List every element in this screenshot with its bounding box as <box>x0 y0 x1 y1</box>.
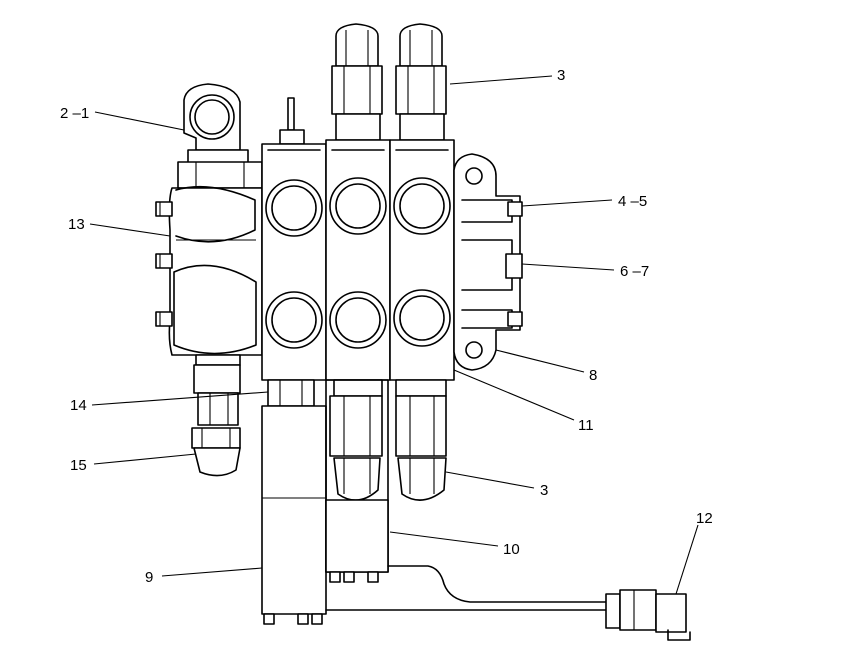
callout-4-5: 4 –5 <box>618 193 647 210</box>
callout-11: 11 <box>578 417 594 434</box>
valve-section-3 <box>389 23 455 501</box>
valve-section-1 <box>261 97 327 625</box>
valve-section-2 <box>325 23 391 583</box>
callout-3-bottom: 3 <box>540 482 548 499</box>
wiring-harness <box>325 565 691 641</box>
inlet-cover-housing <box>155 83 263 477</box>
callout-3-top: 3 <box>557 67 565 84</box>
callout-14: 14 <box>70 397 87 414</box>
callout-9: 9 <box>145 569 153 586</box>
callout-8: 8 <box>589 367 597 384</box>
leader-lines <box>89 75 699 595</box>
callout-15: 15 <box>70 457 87 474</box>
callout-6-7: 6 –7 <box>620 263 649 280</box>
callout-labels: 2 –1 3 4 –5 13 6 –7 8 14 11 15 3 12 10 9 <box>60 67 713 586</box>
callout-10: 10 <box>503 541 520 558</box>
callout-2-1: 2 –1 <box>60 105 89 122</box>
callout-12: 12 <box>696 510 713 527</box>
outlet-end-cover <box>453 153 523 371</box>
callout-13: 13 <box>68 216 85 233</box>
